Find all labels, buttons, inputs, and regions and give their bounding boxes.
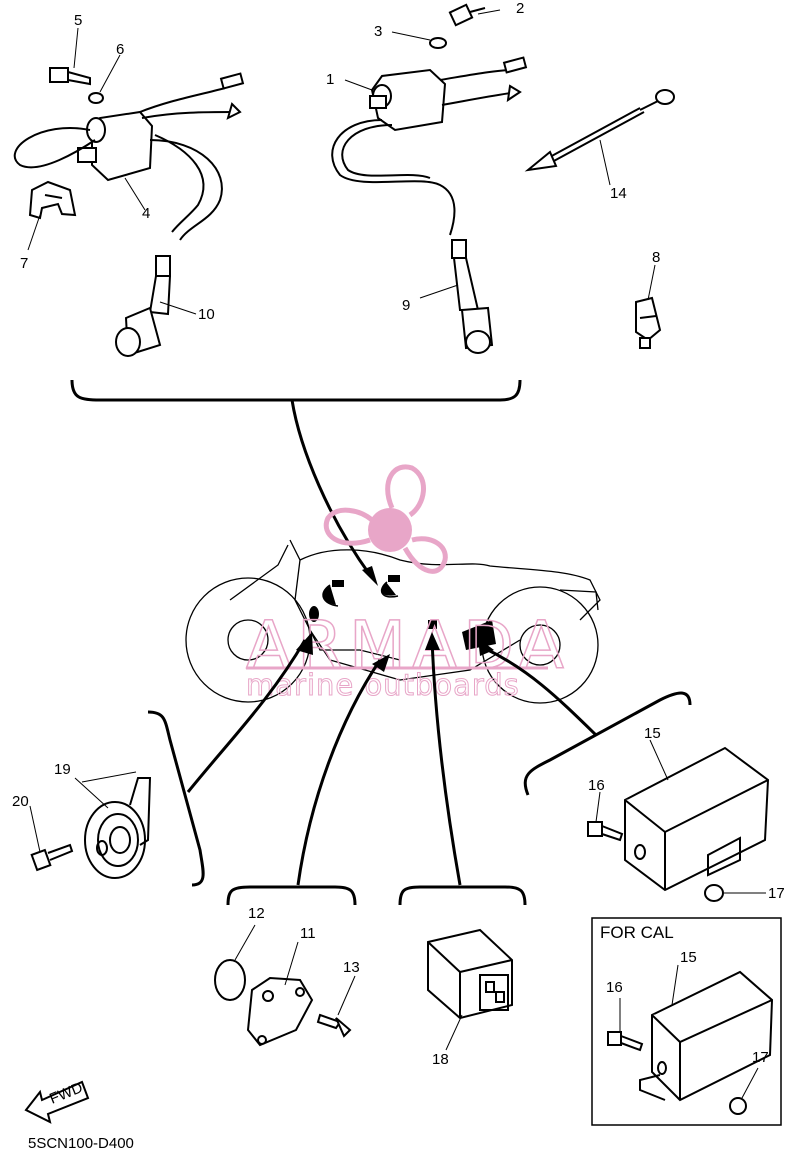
label-14: 14: [610, 185, 627, 202]
group-bracket-sensor: [226, 885, 357, 906]
ignition-coil-right: [331, 56, 528, 236]
bolt-2: [448, 3, 486, 27]
label-6: 6: [116, 41, 124, 58]
variant-box: [591, 917, 782, 1126]
group-bracket-relay: [398, 885, 527, 906]
leader-lines: [27, 9, 766, 1099]
pointer-lines: [186, 637, 598, 886]
bolt-16: [587, 821, 624, 842]
washer-6: [88, 92, 104, 104]
label-17: 17: [768, 885, 785, 902]
pointer-top: [290, 399, 372, 576]
fwd-arrow-icon: FWD: [24, 1079, 90, 1124]
pointer-arrowheads: [296, 632, 494, 672]
label-18: 18: [432, 1051, 449, 1068]
clamp: [28, 180, 77, 220]
label-16b: 16: [606, 979, 623, 996]
o-ring: [214, 959, 246, 1001]
ignition-coil-group: [13, 3, 675, 357]
part-labels: 1 2 3 4 5 6 7 8 9 10 11 12 13 14 15 15 1…: [12, 0, 785, 1152]
ecu-unit: [624, 746, 770, 892]
bolt-16-cal: [607, 1031, 644, 1052]
label-3: 3: [374, 23, 382, 40]
sensor-11: [246, 976, 314, 1047]
variant-box-title: FOR CAL: [600, 923, 674, 942]
ecu-unit-cal: [639, 970, 774, 1102]
grommet-17-cal: [729, 1097, 747, 1115]
label-19: 19: [54, 761, 71, 778]
bolt-5: [49, 67, 91, 86]
label-16: 16: [588, 777, 605, 794]
label-5: 5: [74, 12, 82, 29]
washer-3: [429, 37, 447, 49]
relay: [427, 928, 513, 1020]
group-bracket-top: [70, 379, 522, 402]
label-9: 9: [402, 297, 410, 314]
ignition-coil-left: [13, 72, 245, 241]
bike-markers: [309, 575, 496, 650]
watermark-logo-icon: [323, 464, 448, 574]
label-10: 10: [198, 306, 215, 323]
horn: [84, 777, 152, 879]
label-15b: 15: [680, 949, 697, 966]
label-17b: 17: [752, 1049, 769, 1066]
diagram-code: 5SCN100-D400: [28, 1135, 134, 1152]
label-8: 8: [652, 249, 660, 266]
plug-cap-left: [115, 255, 171, 357]
grommet-17: [704, 884, 724, 902]
label-20: 20: [12, 793, 29, 810]
screw-13: [316, 1013, 352, 1038]
label-2: 2: [516, 0, 524, 17]
group-bracket-horn: [147, 710, 205, 887]
label-11: 11: [300, 925, 316, 942]
plug-cap-right: [451, 239, 494, 354]
watermark: ARMADA marine outboards: [245, 464, 570, 703]
label-12: 12: [248, 905, 265, 922]
label-7: 7: [20, 255, 28, 272]
watermark-brand: ARMADA: [246, 607, 570, 684]
bolt-20: [30, 843, 74, 872]
pointer-top-arrowhead: [362, 566, 378, 586]
clip-8: [635, 296, 662, 349]
label-15: 15: [644, 725, 661, 742]
label-4: 4: [142, 205, 150, 222]
label-13: 13: [343, 959, 360, 976]
group-bracket-ecu: [523, 691, 692, 796]
watermark-tagline: marine outboards: [246, 668, 520, 702]
label-1: 1: [326, 71, 334, 88]
ground-lead: [524, 89, 675, 172]
